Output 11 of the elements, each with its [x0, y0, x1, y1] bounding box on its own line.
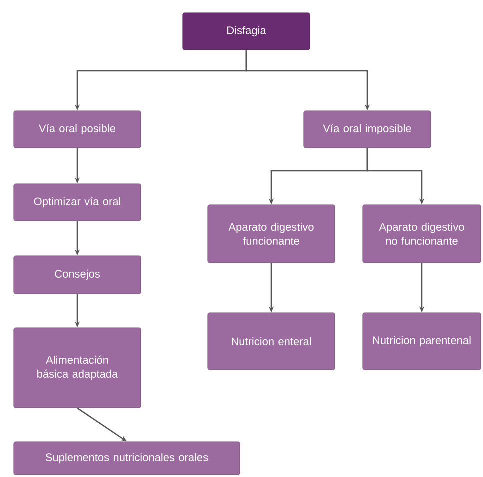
- process-box: Suplementos nutricionales orales: [14, 442, 240, 476]
- process-box: Alimentación básica adaptada: [14, 328, 142, 408]
- process-box: Nutricion enteral: [208, 312, 336, 370]
- process-box: Aparato digestivo funcionante: [208, 204, 336, 264]
- process-box: Disfagia: [182, 12, 310, 50]
- process-box: Vía oral posible: [14, 110, 142, 148]
- process-box: Aparato digestivo no funcionante: [362, 204, 482, 264]
- process-box: Nutricion parentenal: [362, 312, 482, 370]
- process-box: Optimizar vía oral: [14, 184, 142, 222]
- process-box: Vía oral imposible: [304, 110, 432, 148]
- process-box: Consejos: [14, 256, 142, 294]
